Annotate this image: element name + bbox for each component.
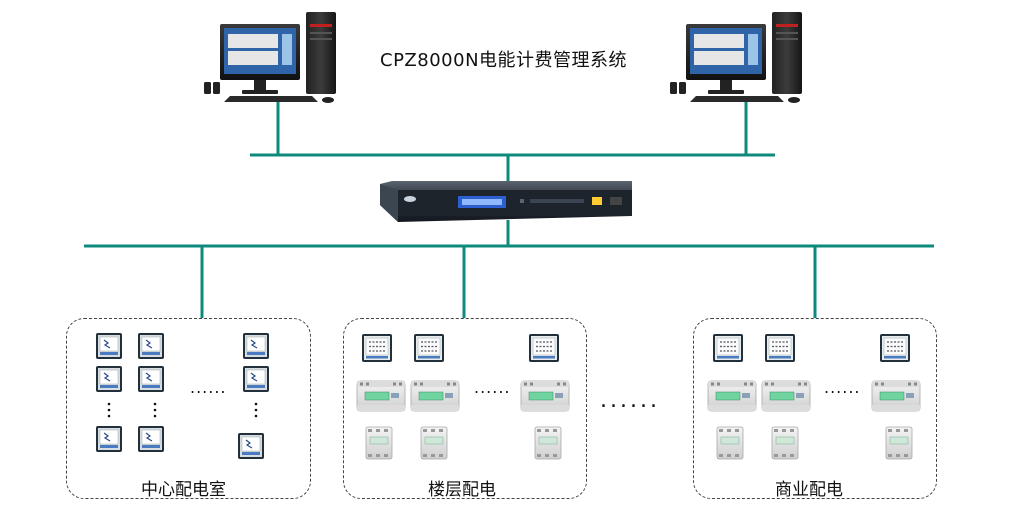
- between-groups-ellipsis: ......: [600, 388, 660, 413]
- group-ellipsis: ......: [190, 378, 227, 397]
- group-label: 中心配电室: [141, 480, 226, 500]
- workstation-left-icon: [204, 12, 336, 103]
- group-ellipsis: ......: [474, 378, 511, 397]
- group-central-distribution-room: [66, 318, 311, 499]
- network-bus-lines: [84, 100, 934, 318]
- group-floor-distribution: [343, 318, 587, 499]
- group-commercial-distribution: [693, 318, 937, 499]
- group-label: 商业配电: [775, 480, 843, 500]
- group-ellipsis: ......: [824, 378, 861, 397]
- diagram-title: CPZ8000N电能计费管理系统: [380, 50, 628, 71]
- server-icon: [380, 181, 632, 222]
- group-label: 楼层配电: [428, 480, 496, 500]
- workstation-right-icon: [670, 12, 802, 103]
- group1-meters: [95, 332, 270, 460]
- vertical-ellipsis-icons: [107, 402, 258, 418]
